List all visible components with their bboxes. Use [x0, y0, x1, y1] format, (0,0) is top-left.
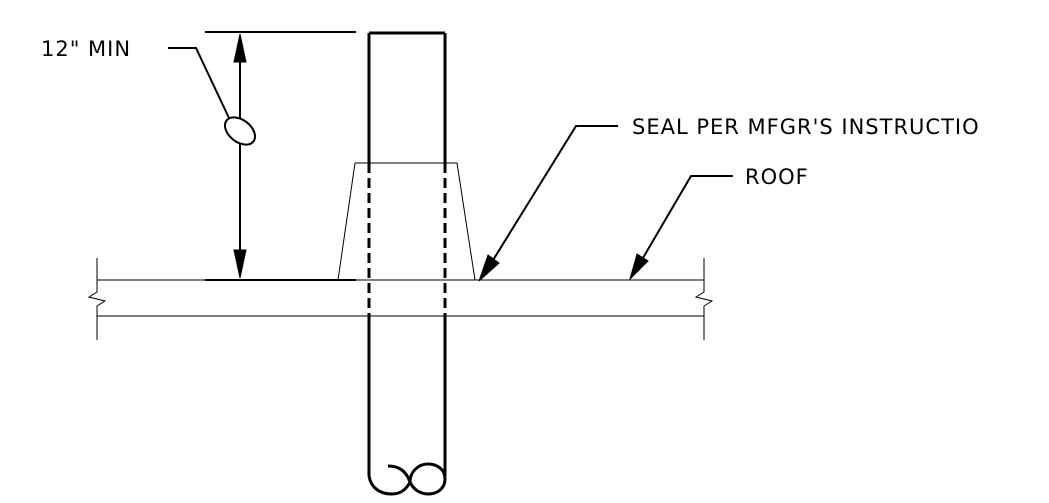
roof-label: ROOF: [745, 165, 809, 189]
dimension-leader: [168, 47, 230, 119]
roof-break-right: [694, 258, 714, 340]
pipe-break-symbol: [367, 462, 447, 496]
roof-leader: [629, 175, 733, 281]
roof-leader-line: [639, 175, 733, 264]
dimension-leader-ellipse: [223, 116, 257, 146]
dimension-arrow-down: [233, 249, 247, 279]
seal-leader: [478, 125, 618, 282]
seal-leader-line: [489, 125, 618, 266]
roof-break-left: [87, 258, 107, 340]
flashing-outline: [337, 162, 476, 281]
vent-pipe: [367, 31, 447, 496]
roof-deck: [87, 258, 714, 340]
seal-leader-arrowhead: [478, 254, 500, 282]
roof-flashing: [337, 162, 476, 281]
min-clearance-label: 12" MIN: [41, 37, 131, 61]
seal-label: SEAL PER MFGR'S INSTRUCTIO: [632, 115, 980, 139]
dimension-arrow-up: [233, 33, 247, 63]
roof-leader-arrowhead: [629, 253, 649, 281]
dimension-12-min: [168, 31, 356, 281]
